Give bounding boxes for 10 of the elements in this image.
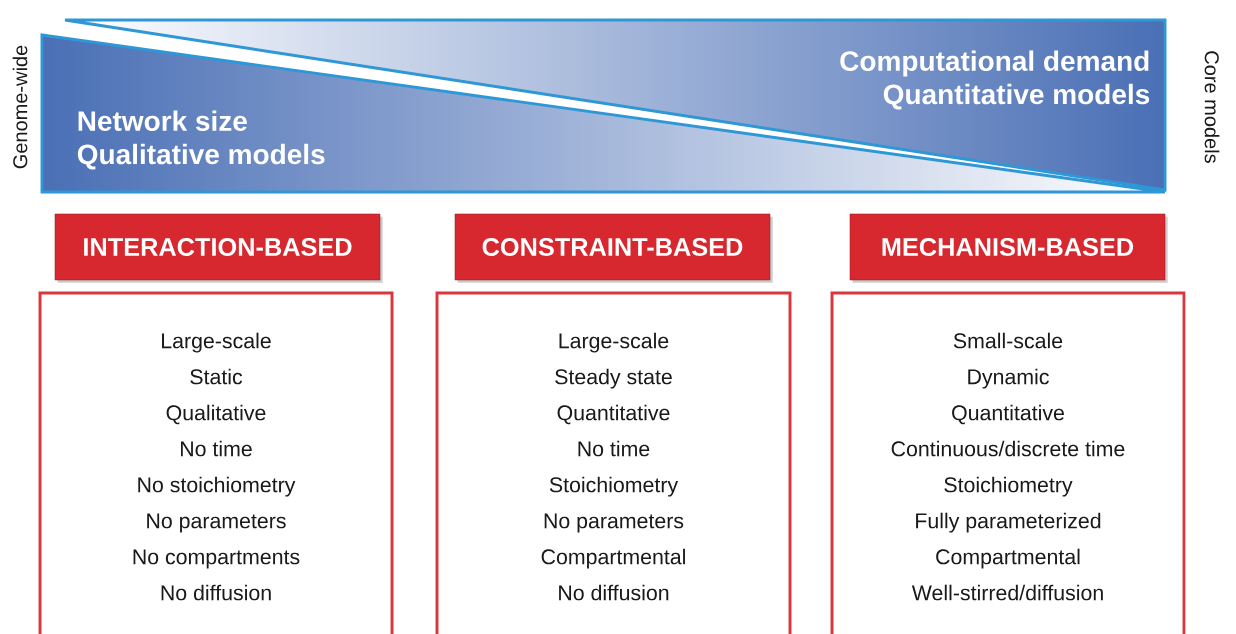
property-box: Small-scale Dynamic Quantitative Continuous/discrete time Stoichiometry Fully parameterized Compartmental Well-stirred/diffusion [830, 291, 1186, 634]
side-label: Core models [1204, 51, 1220, 163]
property-box: Large-scale Steady state Quantitative No time Stoichiometry No parameters Compartmental No diffusion [435, 291, 792, 634]
band-label: Computational demand Quantitative models [840, 50, 1150, 110]
header-banner: INTERACTION-BASED [54, 213, 383, 283]
header-banner: CONSTRAINT-BASED [454, 213, 773, 283]
side-label: Genome-wide [12, 45, 28, 169]
band-label: Network size Qualitative models [77, 110, 325, 170]
property-box: Large-scale Static Qualitative No time No stoichiometry No parameters No compartments No diffusion [38, 291, 394, 634]
header-banner: MECHANISM-BASED [849, 213, 1168, 283]
